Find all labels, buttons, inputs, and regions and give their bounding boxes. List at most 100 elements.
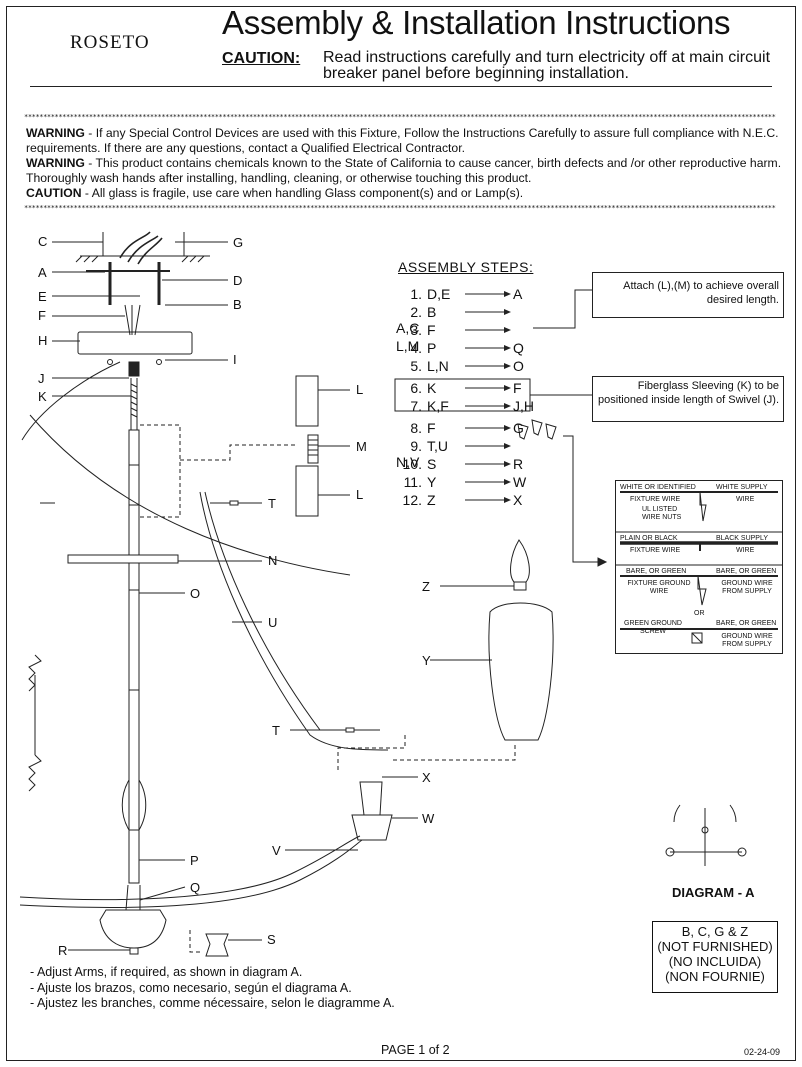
canopy [77, 331, 193, 355]
arrow-icon [463, 289, 513, 299]
wire-label-white-supply-2: WIRE [736, 496, 755, 503]
step-number: 4. [410, 340, 422, 356]
part-label-m: M [356, 439, 367, 454]
not-furnished-line-4: (NON FOURNIE) [665, 969, 765, 984]
part-label-n: N [268, 553, 278, 568]
wiring-lines [616, 491, 782, 644]
part-label-o: O [190, 586, 201, 601]
warning-label-2: WARNING [26, 156, 85, 170]
arm-v [19, 839, 363, 908]
step-from: K [427, 380, 437, 396]
star-divider-top: ****************************************… [24, 113, 776, 121]
step-from: F [427, 322, 436, 338]
step-from: Y [427, 474, 437, 490]
step-to: J,H [513, 398, 534, 414]
part-label-d: D [233, 273, 243, 288]
wire-label-black-fixture-2: FIXTURE WIRE [630, 547, 681, 554]
step-from: Z [427, 492, 436, 508]
wire-label-ground-supply-alt-2: GROUND WIRE FROM SUPPLY [721, 633, 773, 648]
step-number: 8. [410, 420, 422, 436]
wire-label-white-supply: WHITE SUPPLY [716, 484, 768, 491]
warning-text-1: - If any Special Control Devices are use… [26, 126, 779, 155]
not-furnished-box: B, C, G & Z (NOT FURNISHED) (NO INCLUIDA… [652, 921, 778, 993]
caution-text: Read instructions carefully and turn ele… [323, 49, 771, 82]
part-label-a: A [38, 265, 47, 280]
warnings-block: WARNING - If any Special Control Devices… [26, 126, 796, 201]
arrow-icon [463, 423, 513, 433]
brand-logo: ROSETO [70, 32, 150, 53]
part-label-f: F [38, 308, 46, 323]
wire-label-ground-fixture: BARE, OR GREEN [626, 568, 687, 575]
wire-label-ground-supply-2: GROUND WIRE FROM SUPPLY [721, 580, 773, 595]
wiring-diagram: WHITE OR IDENTIFIED WHITE SUPPLY FIXTURE… [615, 480, 783, 654]
arm-left-upper [21, 361, 121, 441]
step-to: L,M [396, 338, 420, 354]
step-number: 6. [410, 380, 422, 396]
step-to: O [513, 358, 524, 374]
diagram-a-title: DIAGRAM - A [672, 885, 755, 900]
note-length-text: Attach (L),(M) to achieve overall desire… [623, 280, 779, 306]
wire-label-white-fixture: WHITE OR IDENTIFIED [620, 484, 696, 491]
note-box-sleeving: Fiberglass Sleeving (K) to be positioned… [592, 376, 784, 422]
wire-label-black-supply-2: WIRE [736, 547, 755, 554]
caution-glass-text: - All glass is fragile, use care when ha… [81, 186, 524, 200]
supply-wires [119, 231, 163, 265]
wire-label-ground-fixture-2: FIXTURE GROUND WIRE [627, 580, 691, 595]
arrow-icon [463, 325, 513, 335]
step-to: A [513, 286, 523, 302]
wire-nuts [517, 419, 557, 440]
arm-u [199, 491, 389, 751]
wire-label-black-supply: BLACK SUPPLY [716, 535, 769, 542]
header-divider [30, 86, 772, 87]
arrow-icon [463, 401, 513, 411]
part-label-s: S [267, 932, 276, 947]
part-label-z: Z [422, 579, 430, 594]
not-furnished-line-2: (NOT FURNISHED) [657, 939, 773, 954]
step-number: 1. [410, 286, 422, 302]
note-box-length: Attach (L),(M) to achieve overall desire… [592, 272, 784, 318]
step-from: T,U [427, 438, 448, 454]
step-number: 9. [410, 438, 422, 454]
step-to: W [513, 474, 527, 490]
wire-label-ground-supply-alt: BARE, OR GREEN [716, 620, 777, 627]
note-english: - Adjust Arms, if required, as shown in … [30, 965, 303, 979]
bulb [510, 539, 530, 583]
step-from: L,N [427, 358, 449, 374]
note-sleeving-text: Fiberglass Sleeving (K) to be positioned… [598, 380, 779, 406]
part-label-i: I [233, 352, 237, 367]
step-from: S [427, 456, 437, 472]
step-to: X [513, 492, 523, 508]
part-label-u: U [268, 615, 278, 630]
part-label-k: K [38, 389, 47, 404]
part-label-c: C [38, 234, 48, 249]
part-label-v: V [272, 843, 281, 858]
note-french: - Ajustez les branches, comme nécessaire… [30, 996, 395, 1010]
arrow-icon [463, 361, 513, 371]
page-frame [6, 6, 796, 1061]
revision-date: 02-24-09 [744, 1047, 781, 1057]
part-label-j: J [38, 371, 45, 386]
step-number: 5. [410, 358, 422, 374]
assembly-step: 3. F L,M [396, 322, 536, 354]
step-number: 3. [410, 322, 422, 338]
page-number: PAGE 1 of 2 [381, 1043, 450, 1057]
step-to: G [513, 420, 524, 436]
step-number: 10. [402, 456, 422, 472]
part-label-q: Q [190, 880, 201, 895]
part-label-g: G [233, 235, 244, 250]
wire-label-white-fixture-2: FIXTURE WIRE [630, 496, 681, 503]
warning-text-2: - This product contains chemicals known … [26, 156, 782, 185]
step-to: A,C [396, 320, 420, 336]
part-label-y: Y [422, 653, 431, 668]
star-divider-bottom: ****************************************… [24, 204, 776, 212]
step-to: Q [513, 340, 524, 356]
part-label-l-bottom: L [356, 487, 364, 502]
part-label-b: B [233, 297, 242, 312]
assembly-steps-title: ASSEMBLY STEPS: [398, 259, 534, 275]
